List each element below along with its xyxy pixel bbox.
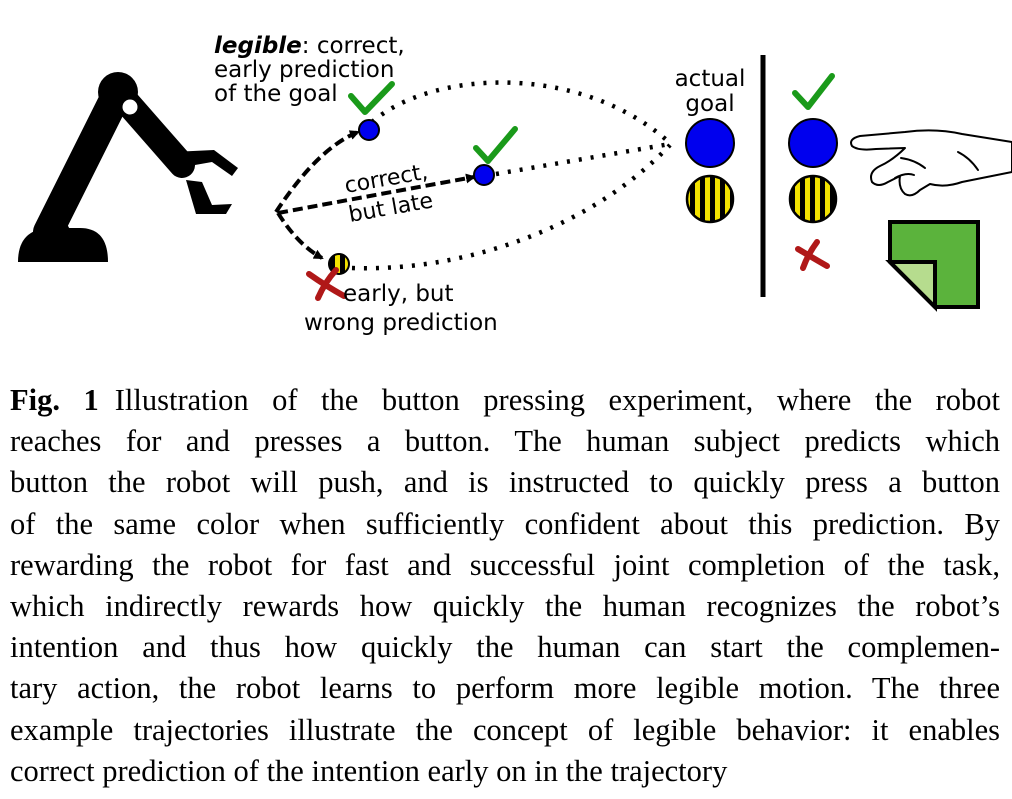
caption-line: rewarding the robot for fast and success… bbox=[10, 547, 1000, 582]
human-blue-button bbox=[788, 118, 838, 168]
legible-checkmark-icon bbox=[348, 81, 395, 115]
green-button-icon bbox=[885, 220, 980, 312]
legible-word: legible bbox=[214, 33, 302, 59]
legible-trajectory-dotted bbox=[370, 80, 672, 145]
wrong-label-line2: wrong prediction bbox=[304, 310, 498, 336]
goal-cross-mark-icon bbox=[795, 239, 830, 271]
caption-line-text: Illustration of the button pressing expe… bbox=[114, 383, 1001, 417]
caption-line: tary action, the robot learns to perform… bbox=[10, 671, 1000, 706]
caption-line: intention and thus how quickly the human… bbox=[10, 630, 1000, 665]
figure-label: Fig. 1 bbox=[10, 383, 99, 417]
actual-goal-label-line1: actual bbox=[675, 66, 746, 92]
figure-caption: Fig. 1 Illustration of the button pressin… bbox=[10, 380, 1000, 792]
caption-line: correct prediction of the intention earl… bbox=[10, 753, 728, 788]
caption-line: Fig. 1 Illustration of the button pressin… bbox=[10, 380, 1000, 421]
actual-goal-label-line2: goal bbox=[685, 91, 734, 117]
wrong-cross-mark-icon bbox=[306, 267, 347, 301]
human-striped-button bbox=[788, 174, 838, 224]
caption-line: of the same color when sufficiently conf… bbox=[10, 506, 1000, 541]
legible-trajectory-dashed bbox=[274, 130, 360, 214]
late-prediction-point bbox=[473, 164, 495, 186]
trajectories bbox=[274, 80, 672, 271]
legible-prediction-point bbox=[358, 119, 380, 141]
legible-label-rest: : correct, bbox=[302, 33, 405, 59]
late-trajectory-dashed bbox=[277, 173, 476, 215]
late-checkmark-icon bbox=[473, 126, 518, 164]
wrong-trajectory-dashed bbox=[276, 211, 324, 260]
caption-line: example trajectories illustrate the conc… bbox=[10, 712, 1000, 747]
caption-line: which indirectly rewards how quickly the… bbox=[10, 589, 1000, 624]
wrong-label-line1: early, but bbox=[343, 281, 454, 307]
actual-goal-blue-button bbox=[685, 118, 735, 168]
pointing-hand-icon bbox=[850, 129, 1012, 197]
striped-goal-button bbox=[685, 174, 735, 224]
caption-line: reaches for and presses a button. The hu… bbox=[10, 424, 1000, 459]
legible-label-line3: of the goal bbox=[214, 81, 338, 107]
robot-arm-icon bbox=[18, 72, 238, 262]
legible-label-line2: early prediction bbox=[214, 57, 394, 83]
goal-checkmark-icon bbox=[792, 73, 835, 110]
legibility-illustration: legible: correct, early prediction of th… bbox=[18, 33, 1012, 336]
caption-line: button the robot will push, and is instr… bbox=[10, 465, 1000, 500]
legible-label: legible: correct, bbox=[214, 33, 405, 59]
